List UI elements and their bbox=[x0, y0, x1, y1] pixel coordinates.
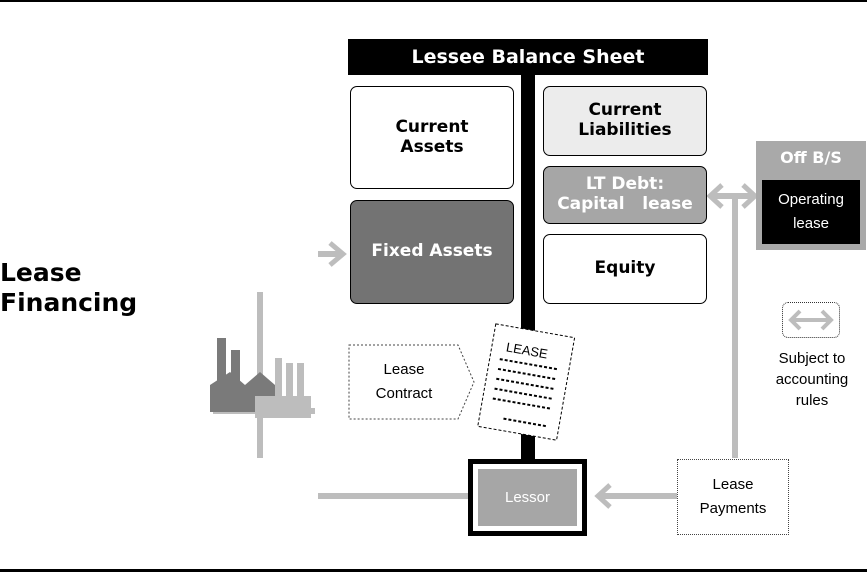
legend-label: Subject to accounting rules bbox=[775, 350, 849, 409]
current-liabilities-box: Current Liabilities bbox=[543, 86, 707, 156]
equity-label: Equity bbox=[594, 258, 656, 279]
equity-box: Equity bbox=[543, 234, 707, 304]
lessor-box: Lessor bbox=[468, 459, 587, 536]
top-border-line bbox=[0, 0, 867, 2]
factory-icon bbox=[210, 338, 311, 418]
lt-debt-label: LT Debt: Capital lease bbox=[557, 174, 693, 214]
lease-payments-label: Lease Payments bbox=[699, 476, 767, 517]
left-title-line2: Financing bbox=[0, 288, 138, 317]
fixed-assets-box: Fixed Assets bbox=[350, 200, 514, 304]
left-title-line1: Lease bbox=[0, 258, 82, 287]
bottom-border-line bbox=[0, 569, 867, 572]
balance-sheet-title: Lessee Balance Sheet bbox=[348, 39, 708, 75]
lease-financing-title: Lease Financing bbox=[0, 258, 137, 318]
off-balance-sheet-box: Off B/S Operating lease bbox=[756, 141, 866, 250]
lease-document-icon bbox=[477, 323, 576, 441]
off-bs-label: Off B/S bbox=[780, 148, 842, 167]
lessor-label: Lessor bbox=[504, 489, 551, 506]
lease-contract-label-wrap: Lease Contract bbox=[348, 344, 460, 420]
balance-sheet-title-text: Lessee Balance Sheet bbox=[411, 46, 645, 68]
current-assets-label: Current Assets bbox=[395, 116, 469, 157]
operating-lease-box: Operating lease bbox=[762, 180, 860, 244]
current-assets-box: Current Assets bbox=[350, 86, 514, 189]
double-arrow-icon bbox=[788, 309, 834, 331]
lease-payments-box: Lease Payments bbox=[677, 459, 789, 535]
fixed-assets-label: Fixed Assets bbox=[371, 241, 493, 262]
lease-contract-shape bbox=[348, 344, 475, 420]
lt-debt-box: LT Debt: Capital lease bbox=[543, 166, 707, 224]
current-liabilities-label: Current Liabilities bbox=[578, 100, 672, 140]
operating-lease-label: Operating lease bbox=[778, 191, 844, 232]
lease-contract-label: Lease Contract bbox=[375, 361, 433, 402]
lessor-inner: Lessor bbox=[478, 469, 577, 526]
